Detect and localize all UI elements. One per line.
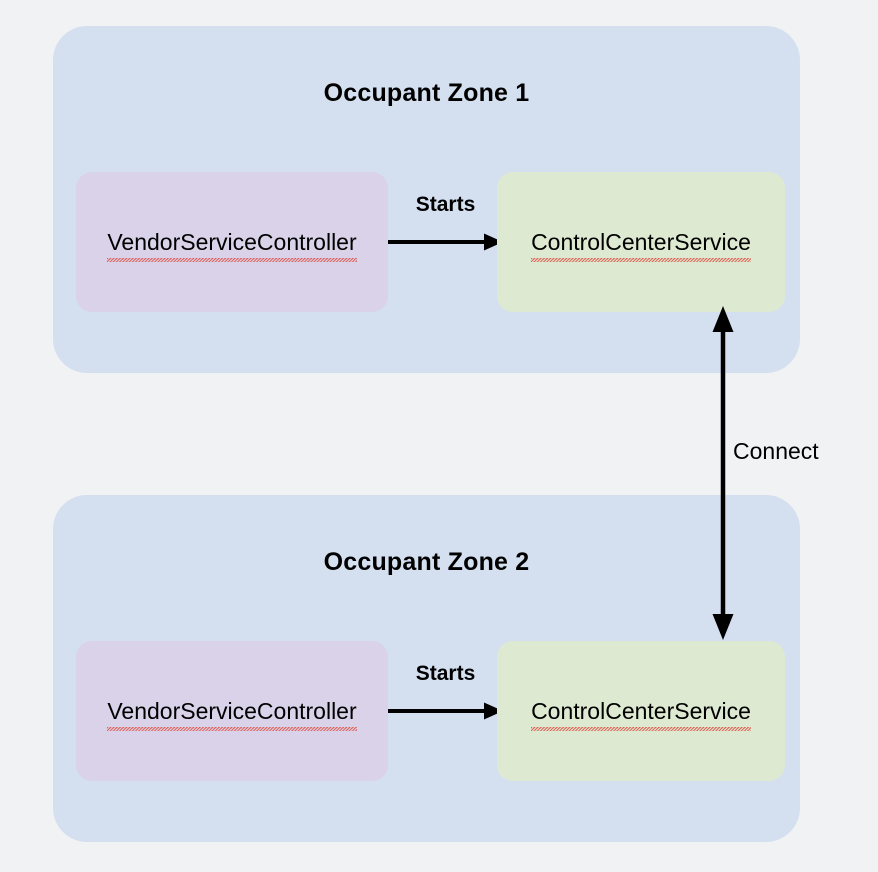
zone-2-control-center-service-node[interactable]: ControlCenterService xyxy=(497,641,785,781)
zone-1-vendor-service-controller-label: VendorServiceController xyxy=(107,228,357,262)
connect-edge: Connect xyxy=(690,306,860,640)
zone-2-vendor-service-controller-label: VendorServiceController xyxy=(107,697,357,731)
connect-edge-label: Connect xyxy=(733,438,819,464)
occupant-zone-2-container[interactable]: Occupant Zone 2 VendorServiceController … xyxy=(53,495,800,842)
occupant-zone-1-container[interactable]: Occupant Zone 1 VendorServiceController … xyxy=(53,26,800,373)
zone-2-starts-edge: Starts xyxy=(388,641,503,781)
zone-2-control-center-service-label: ControlCenterService xyxy=(531,697,751,731)
zone-1-starts-edge: Starts xyxy=(388,172,503,312)
zone-2-starts-edge-label: Starts xyxy=(415,662,476,685)
zone-1-title: Occupant Zone 1 xyxy=(323,79,530,107)
zone-1-vendor-service-controller-node[interactable]: VendorServiceController xyxy=(76,172,388,312)
zone-1-control-center-service-label: ControlCenterService xyxy=(531,228,751,262)
zone-2-vendor-service-controller-node[interactable]: VendorServiceController xyxy=(76,641,388,781)
zone-2-title: Occupant Zone 2 xyxy=(323,548,530,576)
connect-double-arrow-icon xyxy=(712,306,734,640)
zone-2-starts-arrow-icon xyxy=(388,702,503,720)
zone-1-starts-arrow-icon xyxy=(388,233,503,251)
zone-1-control-center-service-node[interactable]: ControlCenterService xyxy=(497,172,785,312)
zone-1-starts-edge-label: Starts xyxy=(415,193,476,216)
